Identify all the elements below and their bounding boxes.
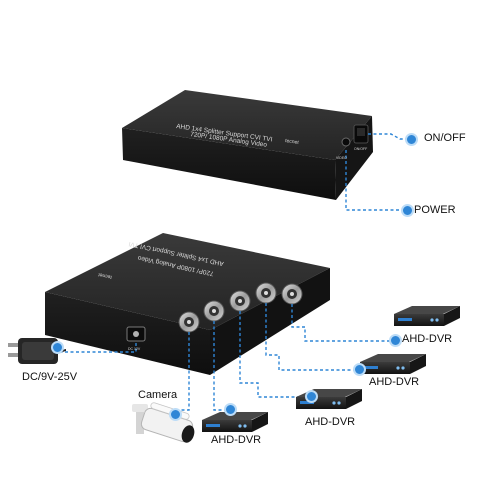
callout-dot-power <box>401 204 414 217</box>
callout-dot-dvr-2 <box>353 363 366 376</box>
back-device-brand: tecnet <box>97 271 112 280</box>
bnc-connector <box>229 290 251 312</box>
dvr-unit-2 <box>360 354 426 374</box>
back-device-dc-label: DC 12V <box>128 347 141 351</box>
label-camera: Camera <box>138 389 178 401</box>
callout-dot-on-off <box>405 133 418 146</box>
callout-dot-dvr-1 <box>389 334 402 347</box>
bnc-connector <box>178 311 200 333</box>
dvr-unit-4 <box>202 412 268 432</box>
label-dvr-1: AHD-DVR <box>402 333 453 345</box>
bnc-connector <box>203 300 225 322</box>
callout-dot-dvr-3 <box>305 390 318 403</box>
dvr-unit-1 <box>394 306 460 326</box>
top-device-brand: tecnet <box>285 138 300 146</box>
bnc-connectors <box>178 282 303 333</box>
label-dvr-2: AHD-DVR <box>369 376 420 388</box>
camera-image <box>132 402 195 443</box>
label-dc-input: DC/9V-25V <box>22 371 78 383</box>
top-device-port-video: VIDEO <box>336 156 347 160</box>
device-top-printing: AHD 1x4 Splitter Support CVI TVI 720P/ 1… <box>176 123 368 160</box>
callout-dot-dvr-4 <box>224 403 237 416</box>
label-power: POWER <box>414 204 456 216</box>
callout-dot-camera <box>169 408 182 421</box>
front-power-jack <box>341 137 351 147</box>
bnc-connector <box>281 283 303 305</box>
callout-dot-dc <box>51 341 64 354</box>
label-dvr-3: AHD-DVR <box>305 416 356 428</box>
power-adapter-image <box>8 338 67 364</box>
label-on-off: ON/OFF <box>424 132 466 144</box>
top-device-port-power: ON/OFF <box>354 147 367 151</box>
bnc-connector <box>255 282 277 304</box>
splitter-front-device <box>122 90 373 200</box>
label-dvr-4: AHD-DVR <box>211 434 262 446</box>
